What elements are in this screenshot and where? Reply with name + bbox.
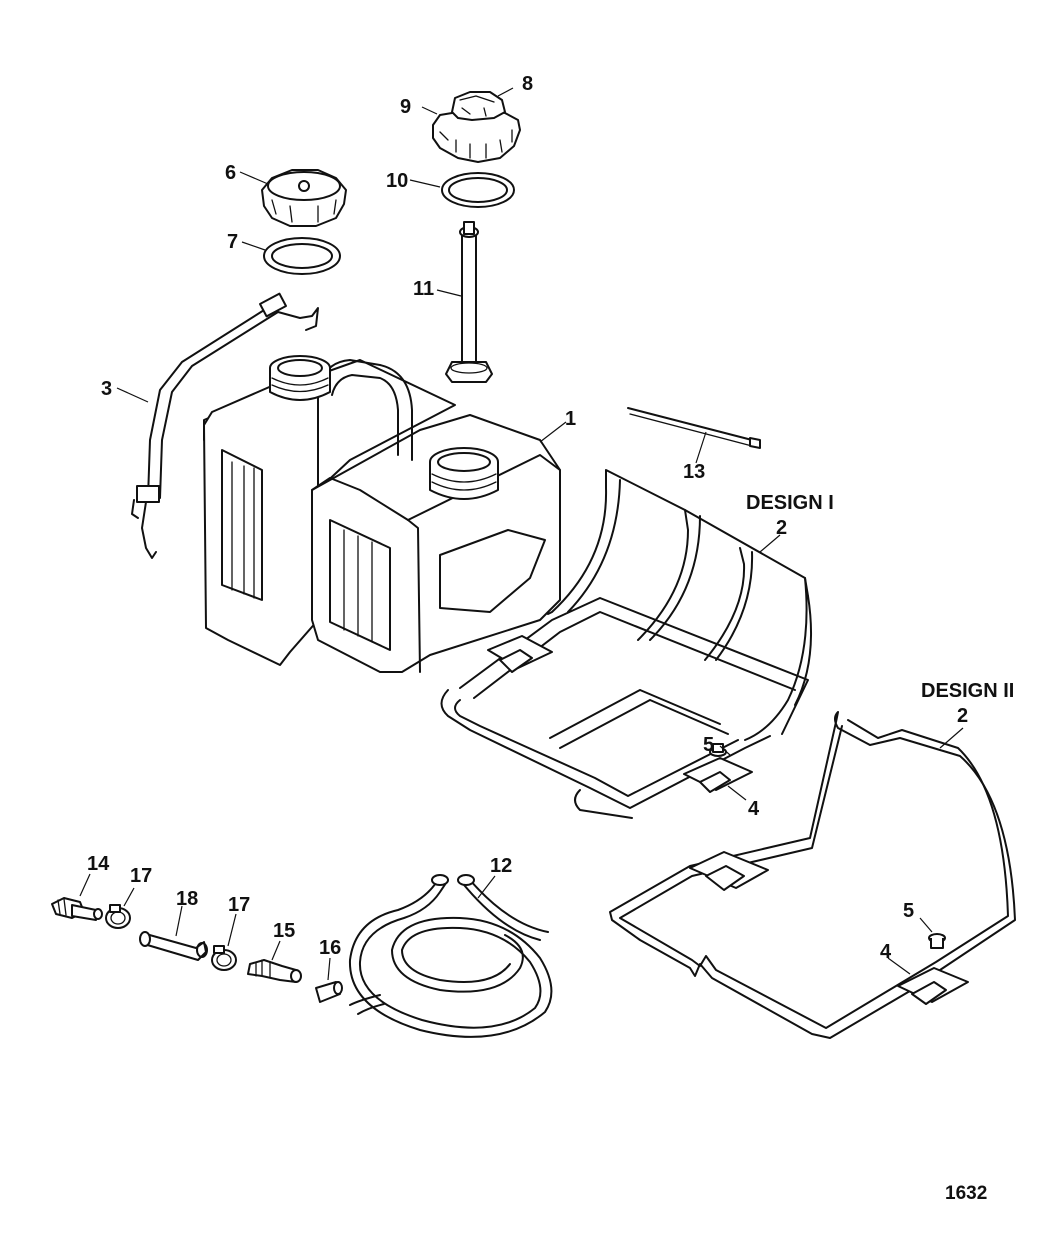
vented-fill-cap xyxy=(421,87,521,163)
callout-17-left: 17 xyxy=(130,865,152,887)
callout-12: 12 xyxy=(490,855,512,877)
hose-clamp-2 xyxy=(211,913,237,971)
fuel-tank xyxy=(203,355,567,673)
clamp-plate-design-2 xyxy=(689,851,969,1005)
callout-5-design-2: 5 xyxy=(903,900,914,922)
callout-13: 13 xyxy=(683,461,705,483)
design-2-label: DESIGN II xyxy=(921,680,1014,702)
callout-1: 1 xyxy=(565,408,576,430)
hose-plug xyxy=(315,957,343,1003)
callout-2-design-1: 2 xyxy=(776,517,787,539)
callout-5-design-1: 5 xyxy=(703,734,714,756)
callout-15: 15 xyxy=(273,920,295,942)
design-1-label: DESIGN I xyxy=(746,492,834,514)
retaining-rod xyxy=(627,407,761,464)
callout-2-design-2: 2 xyxy=(957,705,968,727)
filler-cap-gasket xyxy=(241,237,341,275)
fuel-hose xyxy=(348,874,553,1038)
callout-10: 10 xyxy=(386,170,408,192)
callout-8: 8 xyxy=(522,73,533,95)
callout-14: 14 xyxy=(87,853,110,875)
callout-18: 18 xyxy=(176,888,198,910)
hold-down-strap xyxy=(116,292,319,559)
hose-segment xyxy=(139,905,208,961)
callout-17-right: 17 xyxy=(228,894,250,916)
tank-connector xyxy=(51,873,103,921)
hose-fitting xyxy=(247,940,302,983)
filler-cap xyxy=(239,169,347,227)
callout-7: 7 xyxy=(227,231,238,253)
clamp-plate-design-1 xyxy=(487,635,753,801)
callout-4-design-1: 4 xyxy=(748,798,760,820)
pickup-tube xyxy=(436,221,493,383)
hose-clamp-1 xyxy=(105,887,135,929)
figure-reference-number: 1632 xyxy=(945,1183,987,1204)
callout-9: 9 xyxy=(400,96,411,118)
callout-4-design-2: 4 xyxy=(880,941,892,963)
callout-3: 3 xyxy=(101,378,112,400)
callout-16: 16 xyxy=(319,937,341,959)
tank-bracket-design-2 xyxy=(609,711,1016,1039)
callout-6: 6 xyxy=(225,162,236,184)
fill-cap-gasket xyxy=(409,172,515,208)
callout-11: 11 xyxy=(413,278,434,300)
